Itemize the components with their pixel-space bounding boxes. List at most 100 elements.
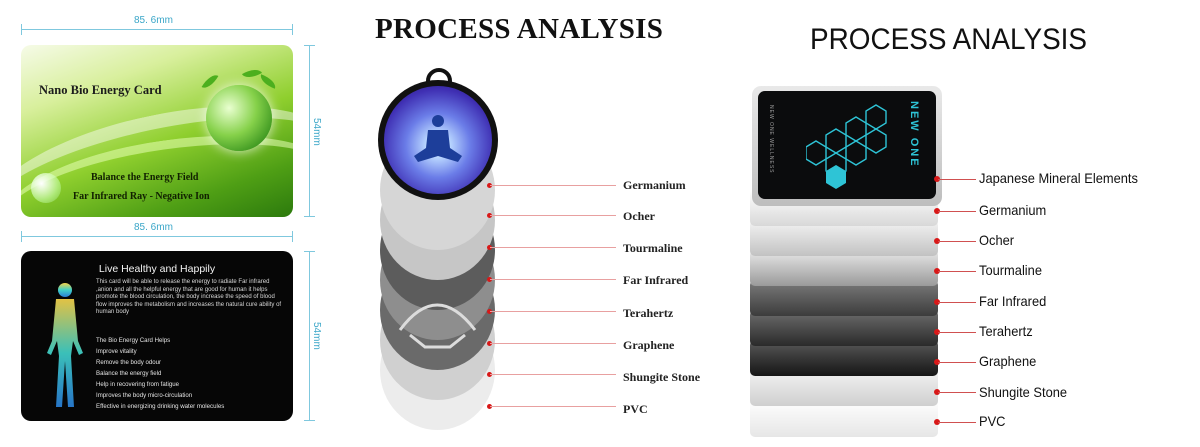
layer-leader-line — [938, 271, 976, 272]
width-dimension-line — [21, 236, 293, 237]
layer-label-far-infrared: Far Infrared — [979, 293, 1047, 309]
process-analysis-heading-middle: PROCESS ANALYSIS — [375, 13, 664, 45]
layer-label-shungite-stone: Shungite Stone — [623, 370, 701, 384]
layer-leader-line — [490, 374, 616, 375]
height-dimension-label: 54mm — [311, 118, 322, 146]
nano-bio-energy-card-front: Nano Bio Energy Card Balance the Energy … — [21, 45, 293, 217]
card-small-text: NEW ONE WELLNESS — [768, 105, 774, 174]
width-dimension-label: 85. 6mm — [134, 15, 173, 26]
card-layer — [750, 190, 938, 226]
card-layer — [750, 400, 938, 437]
layer-marker-dot — [487, 277, 492, 282]
back-card-description: This card will be able to release the en… — [96, 279, 282, 316]
helps-item: Effective in energizing drinking water m… — [96, 403, 225, 410]
layer-label-ocher: Ocher — [979, 232, 1015, 248]
front-card-line-2: Far Infrared Ray - Negative Ion — [73, 191, 210, 202]
layer-marker-dot — [934, 359, 940, 365]
layer-label-germanium: Germanium — [979, 202, 1047, 218]
layer-marker-dot — [934, 268, 940, 274]
dimension-tick — [304, 216, 315, 217]
layer-marker-dot — [934, 208, 940, 214]
helps-item: Help in recovering from fatigue — [96, 381, 179, 388]
card-layer — [750, 220, 938, 256]
layer-marker-dot — [487, 372, 492, 377]
front-card-title: Nano Bio Energy Card — [39, 83, 162, 97]
layer-leader-line — [490, 247, 616, 248]
bubble-decoration — [31, 173, 61, 203]
layer-marker-dot — [934, 329, 940, 335]
dimension-tick — [21, 231, 22, 242]
dimension-tick — [304, 251, 315, 252]
layer-leader-line — [490, 406, 616, 407]
layer-marker-dot — [934, 419, 940, 425]
layer-leader-line — [490, 343, 616, 344]
layer-label-tourmaline: Tourmaline — [623, 241, 683, 255]
helps-item: Improve vitality — [96, 348, 137, 355]
hexagon-molecule-icon — [806, 104, 887, 189]
layer-label-graphene: Graphene — [623, 338, 675, 352]
pendant-layer-stack — [360, 60, 510, 440]
nano-bio-energy-card-back: Live Healthy and Happily This card will … — [21, 251, 293, 421]
dimension-tick — [21, 24, 22, 35]
leaf-icon — [241, 65, 263, 82]
layer-label-graphene: Graphene — [979, 353, 1037, 369]
card-layer — [750, 310, 938, 346]
layer-leader-line — [490, 311, 616, 312]
process-analysis-heading-right: PROCESS ANALYSIS — [810, 23, 1088, 56]
front-card-line-1: Balance the Energy Field — [91, 172, 199, 183]
layer-label-ocher: Ocher — [623, 209, 655, 223]
new-one-card-top: NEW ONE NEW ONE WELLNESS — [758, 91, 936, 199]
leaf-icon — [201, 71, 219, 92]
layer-leader-line — [938, 362, 976, 363]
layer-label-japanese-mineral-elements: Japanese Mineral Elements — [979, 170, 1138, 186]
back-card-title: Live Healthy and Happily — [98, 263, 216, 275]
layer-label-germanium: Germanium — [623, 178, 686, 192]
card-top-frame — [752, 86, 942, 206]
layer-label-terahertz: Terahertz — [979, 323, 1033, 339]
layer-leader-line — [938, 392, 976, 393]
back-card-helps-list: The Bio Energy Card Helps Improve vitali… — [96, 335, 288, 412]
layer-leader-line — [938, 422, 976, 423]
green-globe-icon — [206, 85, 272, 151]
layer-leader-line — [490, 185, 616, 186]
card-layer — [750, 250, 938, 286]
layer-leader-line — [490, 279, 616, 280]
layer-marker-dot — [487, 404, 492, 409]
layer-marker-dot — [934, 299, 940, 305]
layer-marker-dot — [934, 389, 940, 395]
dimension-tick — [292, 24, 293, 35]
meditating-figure-icon — [414, 115, 462, 162]
layer-marker-dot — [487, 309, 492, 314]
layer-marker-dot — [934, 176, 940, 182]
layer-label-far-infrared: Far Infrared — [623, 273, 689, 287]
layer-marker-dot — [487, 183, 492, 188]
layer-label-terahertz: Terahertz — [623, 306, 674, 320]
card-layer — [750, 370, 938, 406]
width-dimension-label: 85. 6mm — [134, 222, 173, 233]
layer-leader-line — [938, 302, 976, 303]
layer-leader-line — [490, 215, 616, 216]
helps-item: Remove the body odour — [96, 359, 162, 366]
layer-leader-line — [938, 241, 976, 242]
dimension-tick — [304, 420, 315, 421]
helps-item: Improves the body micro-circulation — [96, 392, 193, 399]
card-size-diagram: 85. 6mm 54mm Nano Bio Energy Card Balanc… — [0, 0, 340, 447]
card-brand-text: NEW ONE — [908, 101, 920, 168]
dimension-tick — [292, 231, 293, 242]
layer-leader-line — [938, 332, 976, 333]
layer-label-tourmaline: Tourmaline — [979, 262, 1043, 278]
height-dimension-line — [309, 45, 310, 217]
layer-marker-dot — [487, 245, 492, 250]
layer-marker-dot — [934, 238, 940, 244]
height-dimension-line — [309, 251, 310, 421]
layer-leader-line — [938, 179, 976, 180]
dimension-tick — [304, 45, 315, 46]
layer-marker-dot — [487, 341, 492, 346]
layer-marker-dot — [487, 213, 492, 218]
layer-label-shungite-stone: Shungite Stone — [979, 384, 1068, 400]
helps-item: Balance the energy field — [96, 370, 162, 377]
pendant-engraving-outline — [398, 303, 477, 349]
card-layer — [750, 340, 938, 376]
human-body-energy-icon — [47, 283, 83, 407]
layer-label-pvc: PVC — [623, 402, 648, 416]
